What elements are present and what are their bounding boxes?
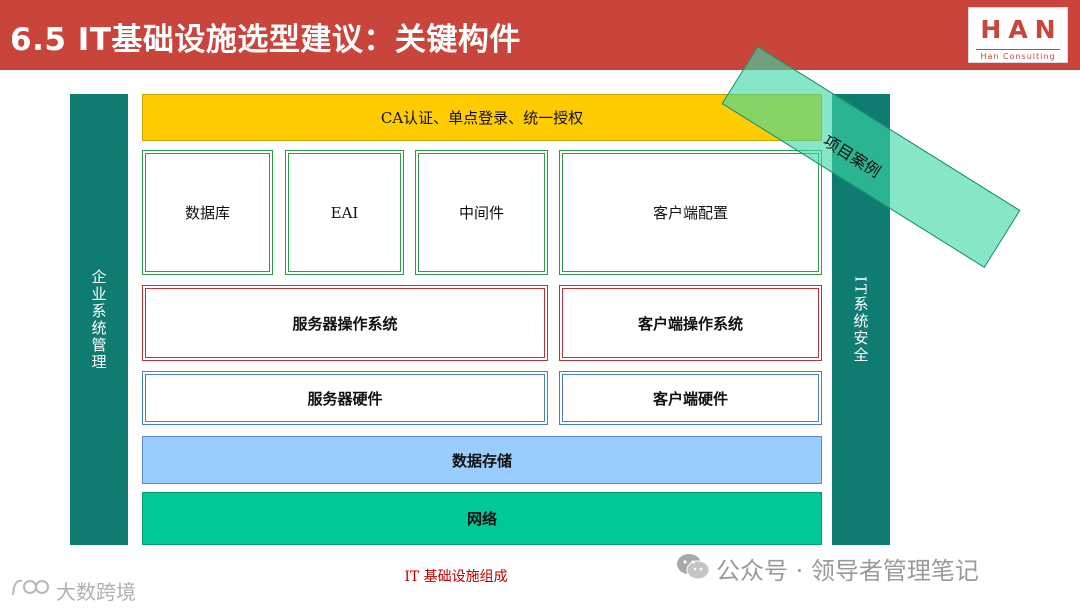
bottom-left-watermark-text: 大数跨境 — [56, 580, 136, 604]
client-os-box: 客户端操作系统 — [559, 285, 822, 361]
client-hardware-box: 客户端硬件 — [559, 371, 822, 425]
han-logo: HAN Han Consulting — [968, 7, 1068, 63]
eai-box: EAI — [285, 150, 404, 275]
auth-layer: CA认证、单点登录、统一授权 — [142, 94, 822, 141]
enterprise-management-panel: 企业系统管理 — [70, 94, 128, 545]
wechat-icon — [677, 554, 710, 580]
page-title: 6.5 IT基础设施选型建议：关键构件 — [10, 22, 521, 58]
wechat-watermark: 公众号 · 领导者管理笔记 — [676, 551, 1056, 585]
network-layer: 网络 — [142, 492, 822, 545]
bottom-left-watermark: 大数跨境 — [10, 573, 150, 604]
data-storage-layer: 数据存储 — [142, 436, 822, 484]
logo-divider — [976, 49, 1060, 50]
logo-name: HAN — [980, 15, 1063, 44]
brand-mark-icon — [12, 579, 49, 596]
middleware-box: 中间件 — [415, 150, 548, 275]
enterprise-management-label: 企业系统管理 — [89, 268, 108, 371]
database-box: 数据库 — [142, 150, 273, 275]
client-config-box: 客户端配置 — [559, 150, 822, 275]
it-security-label: IT系统安全 — [851, 275, 870, 364]
diagram-caption: IT 基础设施组成 — [404, 569, 508, 585]
server-os-box: 服务器操作系统 — [142, 285, 548, 361]
logo-subtitle: Han Consulting — [980, 52, 1056, 61]
header-bar: 6.5 IT基础设施选型建议：关键构件 HAN Han Consulting — [0, 0, 1080, 70]
wechat-account-name: 公众号 · 领导者管理笔记 — [716, 557, 979, 585]
server-hardware-box: 服务器硬件 — [142, 371, 548, 425]
